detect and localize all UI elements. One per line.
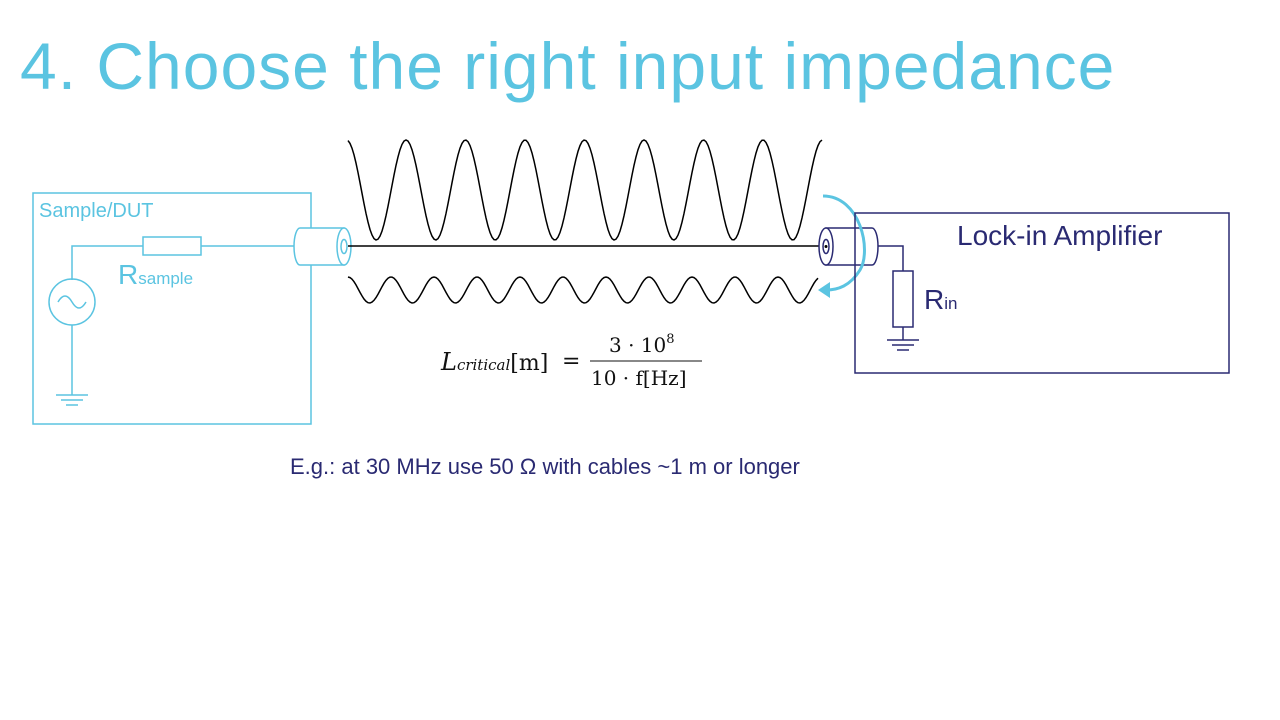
slide-title: 4. Choose the right input impedance: [20, 29, 1116, 103]
example-note: E.g.: at 30 MHz use 50 Ω with cables ~1 …: [290, 454, 800, 479]
resistor-icon: [142, 236, 202, 256]
ground-icon: [887, 339, 919, 351]
coax-connector-icon: [818, 227, 879, 266]
incident-wave: [347, 139, 823, 241]
svg-text:3 · 108: 3 · 108: [609, 332, 675, 357]
ac-source-sine: [57, 295, 87, 309]
svg-text:10 · f[Hz]: 10 · f[Hz]: [591, 366, 687, 390]
lockin-box-label: Lock-in Amplifier: [957, 220, 1162, 251]
r-sample-label: Rsample: [118, 259, 193, 290]
reflection-arrow-icon: [818, 194, 866, 298]
sample-box-label: Sample/DUT: [39, 200, 153, 222]
resistor-icon: [892, 270, 914, 328]
coax-connector-icon: [293, 227, 352, 266]
critical-length-formula: Lcritical[m] = 3 · 108 10 · f[Hz]: [440, 332, 702, 390]
ground-icon: [56, 394, 88, 406]
reflected-wave: [347, 276, 819, 304]
svg-text:=: =: [562, 349, 580, 374]
sample-wire: [71, 245, 143, 280]
r-in-label: Rin: [924, 284, 957, 315]
svg-text:Lcritical[m]: Lcritical[m]: [440, 348, 548, 376]
lockin-box: [854, 212, 1230, 374]
sample-box: [32, 192, 312, 425]
input-wire: [878, 245, 904, 271]
